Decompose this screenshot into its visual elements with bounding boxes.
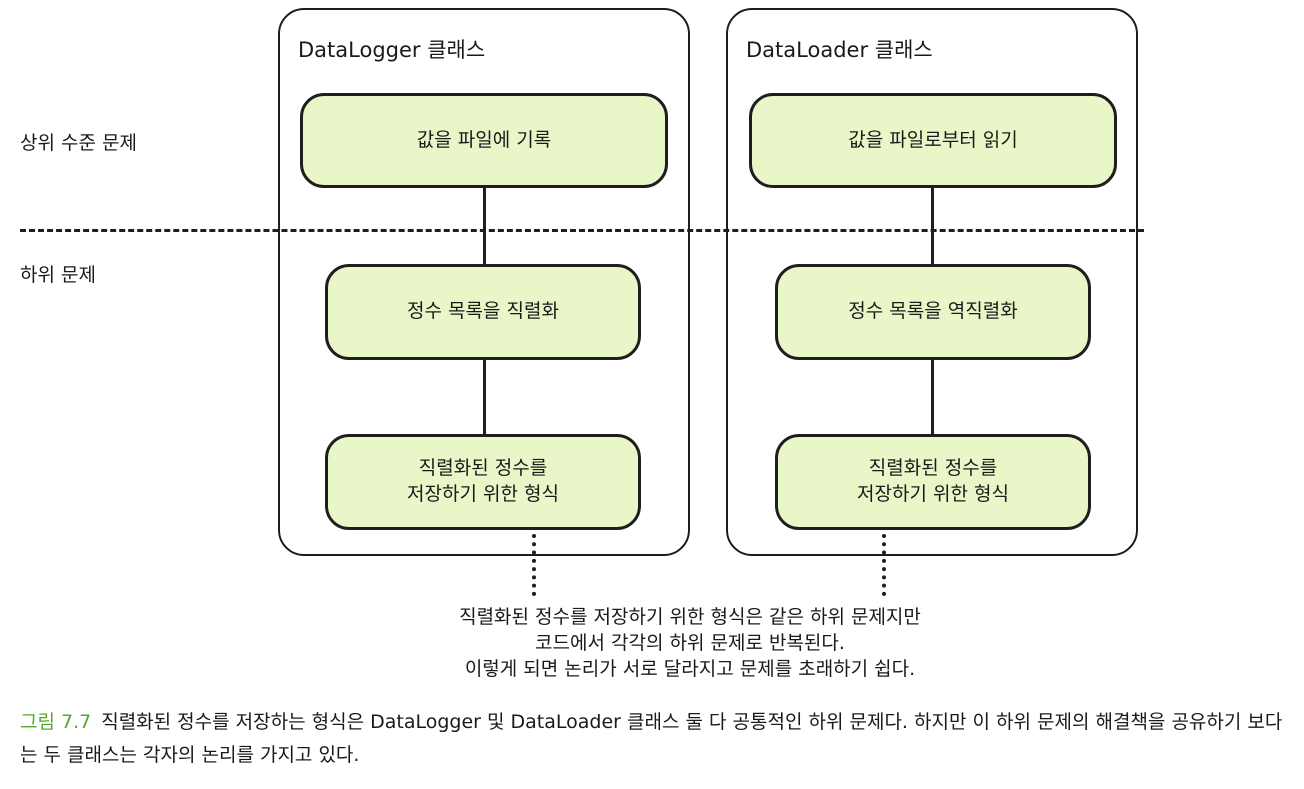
dataloader-connector-1 (931, 186, 934, 266)
datalogger-connector-1 (483, 186, 486, 266)
dataloader-dotted-connector (882, 534, 886, 596)
datalogger-class-title: DataLogger 클래스 (298, 38, 486, 62)
level-label-sub: 하위 문제 (20, 264, 96, 286)
dataloader-node-read: 값을 파일로부터 읽기 (749, 93, 1117, 188)
datalogger-node-write: 값을 파일에 기록 (300, 93, 668, 188)
level-label-high: 상위 수준 문제 (20, 132, 137, 154)
dataloader-node-format: 직렬화된 정수를 저장하기 위한 형식 (775, 434, 1091, 530)
level-divider-dashed-line (20, 229, 1144, 232)
annotation-note: 직렬화된 정수를 저장하기 위한 형식은 같은 하위 문제지만 코드에서 각각의… (459, 606, 921, 681)
datalogger-node-format: 직렬화된 정수를 저장하기 위한 형식 (325, 434, 641, 530)
dataloader-class-title: DataLoader 클래스 (746, 38, 933, 62)
datalogger-connector-2 (483, 358, 486, 436)
figure-caption-text: 직렬화된 정수를 저장하는 형식은 DataLogger 및 DataLoade… (20, 711, 1283, 767)
figure-caption-label: 그림 7.7 (20, 711, 92, 733)
dataloader-node-deserialize: 정수 목록을 역직렬화 (775, 264, 1091, 360)
datalogger-node-serialize: 정수 목록을 직렬화 (325, 264, 641, 360)
dataloader-connector-2 (931, 358, 934, 436)
datalogger-dotted-connector (532, 534, 536, 596)
